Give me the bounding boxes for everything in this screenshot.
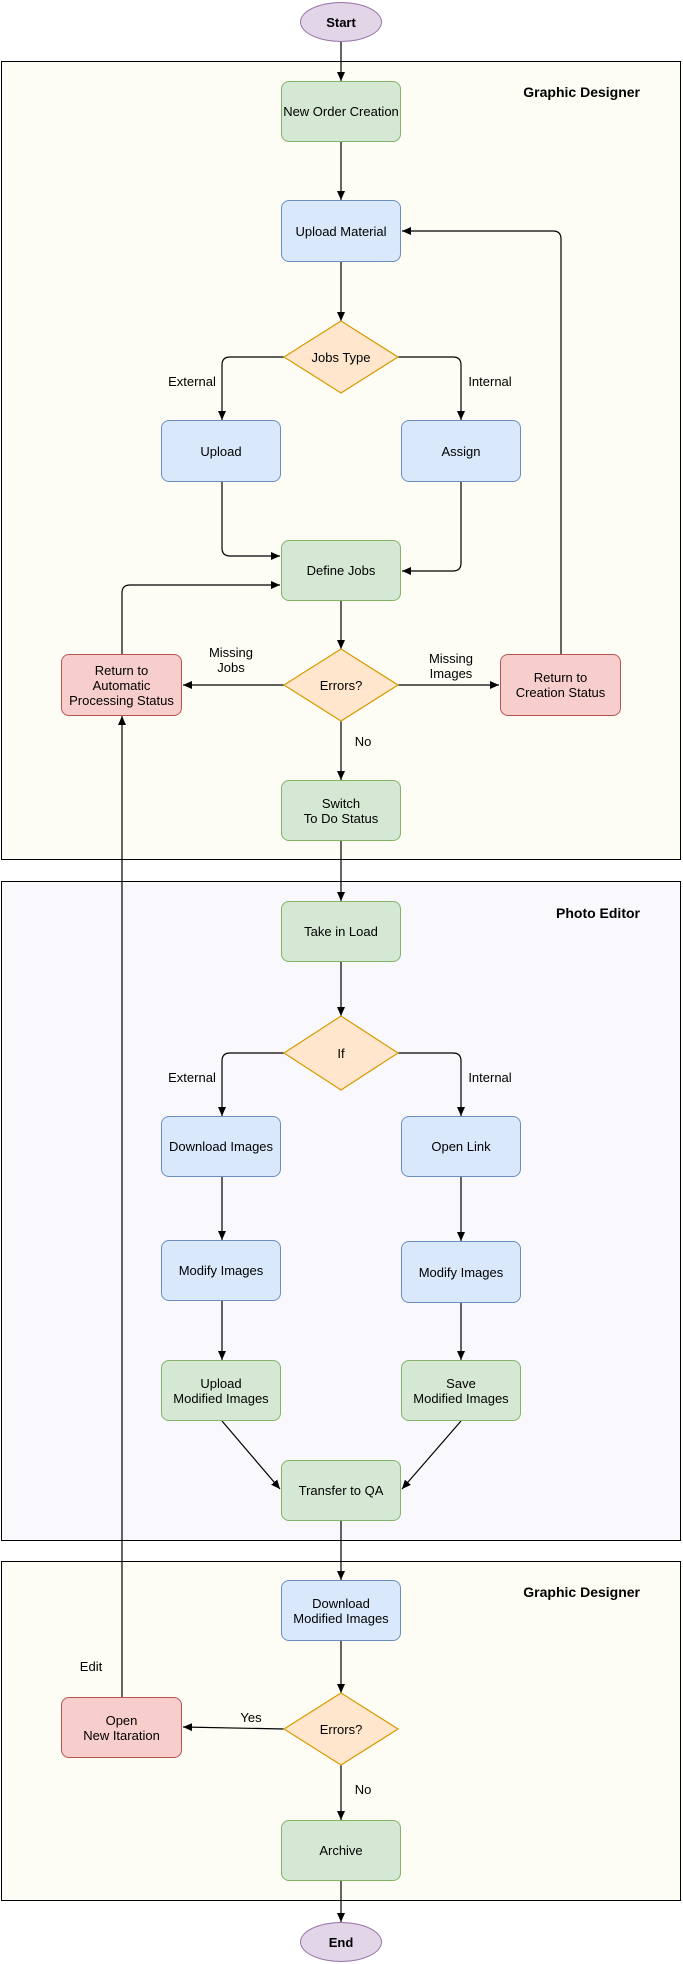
download-images-node: Download Images [161,1116,281,1177]
edge-jobs-type-to-upload [218,356,284,420]
edge-upload-to-define-jobs [221,482,280,560]
open-link-node: Open Link [401,1116,521,1177]
edge-if-to-download-images [218,1052,284,1116]
lane-title-photo-editor: Photo Editor [556,905,640,921]
label-edit: Edit [79,1659,103,1674]
return-automatic-node: Return to Automatic Processing Status [61,654,182,716]
upload-modified-images-node: Upload Modified Images [161,1360,281,1421]
end-terminal: End [300,1922,382,1962]
label-yes: Yes [240,1710,262,1725]
define-jobs-node: Define Jobs [281,540,401,601]
new-order-creation-node: New Order Creation [281,81,401,142]
assign-node: Assign [401,420,521,482]
if-label: If [337,1045,345,1061]
edge-return-automatic-to-define-jobs [121,581,280,654]
edge-upload-modified-to-transfer-qa [221,1420,281,1490]
label-missing-images: Missing Images [428,651,474,681]
upload-material-node: Upload Material [281,200,401,262]
save-modified-images-node: Save Modified Images [401,1360,521,1421]
jobs-type-label: Jobs Type [311,349,371,365]
archive-node: Archive [281,1820,401,1881]
start-terminal: Start [300,2,382,42]
upload-node: Upload [161,420,281,482]
decision-errors-2 [282,1692,400,1766]
errors-1-label: Errors? [319,677,363,693]
label-internal-2: Internal [468,1070,512,1085]
edge-return-creation-to-upload-material [402,227,562,654]
transfer-to-qa-node: Transfer to QA [281,1460,401,1521]
label-no-2: No [354,1782,372,1797]
label-internal-1: Internal [468,374,512,389]
take-in-load-node: Take in Load [281,901,401,962]
modify-images-left-node: Modify Images [161,1240,281,1301]
edge-save-modified-to-transfer-qa [401,1420,462,1490]
label-no-1: No [354,734,372,749]
edge-assign-to-define-jobs [402,482,462,575]
label-external-1: External [168,374,216,389]
lane-title-graphic-designer-top: Graphic Designer [523,84,640,100]
label-external-2: External [168,1070,216,1085]
lane-title-graphic-designer-bottom: Graphic Designer [523,1584,640,1600]
label-missing-jobs: Missing Jobs [208,645,254,675]
decision-jobs-type [282,320,400,394]
modify-images-right-node: Modify Images [401,1241,521,1303]
edge-if-to-open-link [398,1052,465,1116]
edge-jobs-type-to-assign [398,356,465,420]
errors-2-label: Errors? [319,1721,363,1737]
decision-errors-1 [282,648,400,722]
download-modified-images-node: Download Modified Images [281,1580,401,1641]
switch-todo-node: Switch To Do Status [281,780,401,841]
return-creation-node: Return to Creation Status [500,654,621,716]
edge-errors-2-to-open-iteration [182,1723,285,1732]
open-new-iteration-node: Open New Itaration [61,1697,182,1758]
decision-if [282,1015,400,1091]
